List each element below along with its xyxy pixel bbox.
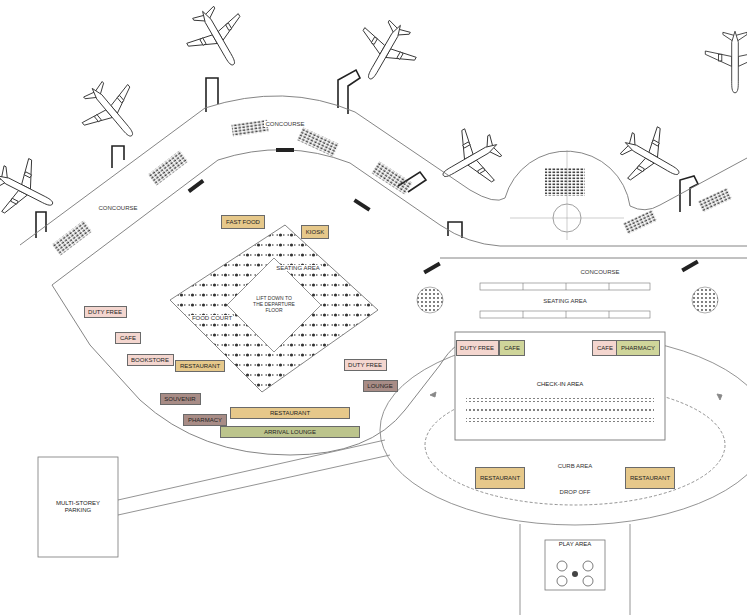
room-box: FAST FOOD — [221, 215, 265, 229]
room-box: CAFE — [115, 332, 141, 344]
room-name: MULTI-STOREY PARKING — [43, 500, 114, 514]
room-box: DUTY FREE — [456, 340, 499, 356]
room-box: RESTAURANT — [175, 360, 225, 372]
room-box: BOOKSTORE — [127, 354, 174, 366]
room-name: DUTY FREE — [348, 362, 382, 369]
room-name: PLAY AREA — [559, 541, 591, 548]
room-name: KIOSK — [306, 229, 324, 236]
jet-bridge — [36, 70, 698, 238]
room-name: BOOKSTORE — [131, 357, 169, 364]
room-box: MULTI-STOREY PARKING — [40, 459, 117, 555]
room-box: KIOSK — [301, 225, 329, 239]
area-label: CONCOURSE — [264, 121, 305, 128]
room-box: DUTY FREE — [344, 359, 387, 371]
room-name: CAFE — [120, 335, 136, 342]
room-name: RESTAURANT — [270, 410, 310, 417]
area-label: CONCOURSE — [97, 205, 138, 212]
aircraft — [0, 0, 747, 230]
pavilion-seating — [510, 150, 624, 240]
room-name: CAFE — [504, 345, 520, 352]
room-box: CAFE — [592, 340, 618, 356]
room-name: DUTY FREE — [460, 345, 494, 352]
room-name: PHARMACY — [188, 417, 222, 424]
play-equipment — [545, 540, 605, 590]
area-label: LIFT DOWN TO THE DEPARTURE FLOOR — [252, 296, 296, 313]
room-box: LOUNGE — [363, 380, 398, 392]
room-box: RESTAURANT — [475, 467, 525, 489]
room-name: CAFE — [597, 345, 613, 352]
area-label: DROP OFF — [559, 489, 592, 496]
room-name: LOUNGE — [367, 383, 392, 390]
parking-block — [38, 457, 118, 557]
middle-seating — [480, 283, 650, 318]
room-box: SOUVENIR — [160, 393, 201, 405]
room-box: DUTY FREE — [84, 306, 127, 318]
room-box: PHARMACY — [616, 340, 660, 356]
room-name: RESTAURANT — [180, 363, 220, 370]
room-name: DUTY FREE — [88, 309, 122, 316]
room-box: CAFE — [499, 340, 525, 356]
room-box: ARRIVAL LOUNGE — [220, 426, 360, 438]
arrival-building — [455, 332, 665, 440]
room-name: SOUVENIR — [164, 396, 195, 403]
room-box: PHARMACY — [183, 414, 227, 426]
room-name: PHARMACY — [621, 345, 655, 352]
area-label: CURB AREA — [557, 463, 594, 470]
room-box: CHECK-IN AREA — [460, 380, 660, 430]
seating-rows — [52, 120, 732, 256]
room-box: PLAY AREA — [545, 540, 605, 590]
round-seating — [417, 287, 718, 313]
room-box: RESTAURANT — [230, 407, 350, 419]
area-label: SEATING AREA — [542, 298, 588, 305]
area-label: FOOD COURT — [191, 315, 233, 322]
room-name: ARRIVAL LOUNGE — [264, 429, 316, 436]
room-name: FAST FOOD — [226, 219, 260, 226]
area-label: CONCOURSE — [579, 269, 620, 276]
area-label: SEATING AREA — [275, 265, 321, 272]
check-in-rows — [466, 398, 654, 422]
concourse-outline — [20, 96, 747, 455]
room-box: RESTAURANT — [625, 467, 675, 489]
room-name: RESTAURANT — [480, 475, 520, 482]
room-name: CHECK-IN AREA — [537, 381, 584, 388]
room-name: RESTAURANT — [630, 475, 670, 482]
